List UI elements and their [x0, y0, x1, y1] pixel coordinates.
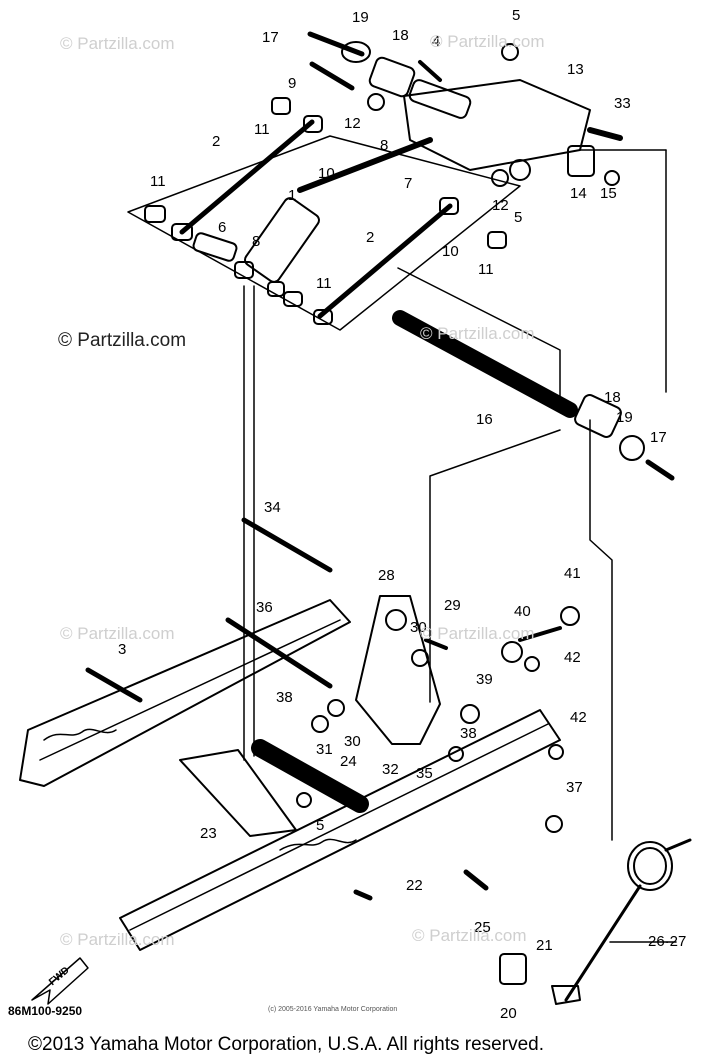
shock-absorber — [244, 137, 433, 283]
callout-label: 13 — [567, 61, 584, 78]
shaft-16 — [392, 310, 578, 418]
callout-label: 26·27 — [648, 933, 687, 950]
callout-label: 35 — [416, 765, 433, 782]
callout-label: 42 — [564, 649, 581, 666]
callout-label: 29 — [444, 597, 461, 614]
callout-label: 24 — [340, 753, 357, 770]
part-code: 86M100-9250 — [8, 1004, 83, 1018]
callout-label: 10 — [318, 165, 335, 182]
watermark: © Partzilla.com — [420, 324, 535, 343]
clip-21 — [551, 985, 581, 1005]
lower-arm-23 — [179, 749, 297, 837]
callout-label: 28 — [378, 567, 395, 584]
callout-label: 11 — [478, 261, 494, 278]
callout-label: 5 — [316, 817, 325, 834]
bolt-17-top — [307, 31, 365, 57]
callout-label: 38 — [460, 725, 477, 742]
callout-label: 36 — [256, 599, 273, 616]
callout-label: 17 — [650, 429, 667, 446]
callout-label: 33 — [614, 95, 631, 112]
watermark: © Partzilla.com — [430, 32, 545, 51]
push-rod-upper — [179, 119, 315, 235]
callout-label: 5 — [512, 7, 521, 24]
callout-label: 34 — [264, 499, 281, 516]
callout-label: 6 — [218, 219, 227, 236]
callout-label: 30 — [344, 733, 361, 750]
callout-label: 14 — [570, 185, 587, 202]
upper-pivot-bracket — [403, 79, 591, 171]
callout-label: 32 — [382, 761, 399, 778]
callout-label: 1 — [288, 187, 297, 204]
callout-label: 30 — [410, 619, 427, 636]
callout-label: 8 — [380, 137, 389, 154]
callout-label: 19 — [616, 409, 633, 426]
callout-label: 21 — [536, 937, 553, 954]
watermark: © Partzilla.com — [60, 624, 175, 643]
slider-block-20 — [499, 953, 527, 985]
callout-label: 18 — [604, 389, 621, 406]
callout-label: 20 — [500, 1005, 517, 1022]
callout-label: 38 — [276, 689, 293, 706]
fwd-arrow — [31, 957, 89, 1005]
rocker-arm-28 — [355, 595, 441, 745]
copyright-notice: ©2013 Yamaha Motor Corporation, U.S.A. A… — [28, 1034, 544, 1055]
callout-label: 10 — [442, 243, 459, 260]
callout-label: 16 — [476, 411, 493, 428]
callout-label: 37 — [566, 779, 583, 796]
torsion-spring — [564, 838, 692, 1002]
bolt-4 — [418, 60, 442, 82]
callout-label: 12 — [344, 115, 361, 132]
watermark: © Partzilla.com — [60, 34, 175, 53]
watermark: © Partzilla.com — [412, 926, 527, 945]
push-rod-lower — [317, 203, 453, 319]
bolt-34 — [241, 517, 333, 573]
callout-label: 17 — [262, 29, 279, 46]
callout-label: 2 — [212, 133, 221, 150]
callout-label: 39 — [476, 671, 493, 688]
axle-24 — [251, 739, 369, 813]
callout-label: 11 — [316, 275, 332, 292]
small-copyright: (c) 2005-2016 Yamaha Motor Corporation — [268, 1006, 398, 1013]
bolt-9 — [309, 61, 355, 91]
callout-label: 15 — [600, 185, 617, 202]
callout-label: 11 — [150, 173, 166, 190]
callout-label: 23 — [200, 825, 217, 842]
callout-label: 19 — [352, 9, 369, 26]
bolt-36 — [225, 617, 333, 689]
watermark-dark: © Partzilla.com — [58, 330, 187, 351]
callout-label: 22 — [406, 877, 423, 894]
watermark: © Partzilla.com — [60, 930, 175, 949]
bolt-3 — [85, 667, 143, 703]
callout-label: 12 — [492, 197, 509, 214]
callout-label: 40 — [514, 603, 531, 620]
callout-label: 4 — [432, 33, 441, 50]
callout-label: 5 — [514, 209, 523, 226]
bushings-top — [144, 56, 531, 325]
right-rail — [119, 709, 561, 951]
left-rail — [19, 599, 351, 787]
callout-label: 41 — [564, 565, 581, 582]
callout-label: 42 — [570, 709, 587, 726]
callout-label: 25 — [474, 919, 491, 936]
callout-label: 9 — [288, 75, 297, 92]
callout-label: 31 — [316, 741, 333, 758]
callout-label: 18 — [392, 27, 409, 44]
callout-label: 11 — [254, 121, 270, 138]
bracket-14 — [567, 145, 595, 177]
callout-label: 8 — [252, 233, 261, 250]
callout-label: 3 — [118, 641, 127, 658]
callout-label: 2 — [366, 229, 375, 246]
watermark: © Partzilla.com — [420, 624, 535, 643]
callout-label: 7 — [404, 175, 413, 192]
